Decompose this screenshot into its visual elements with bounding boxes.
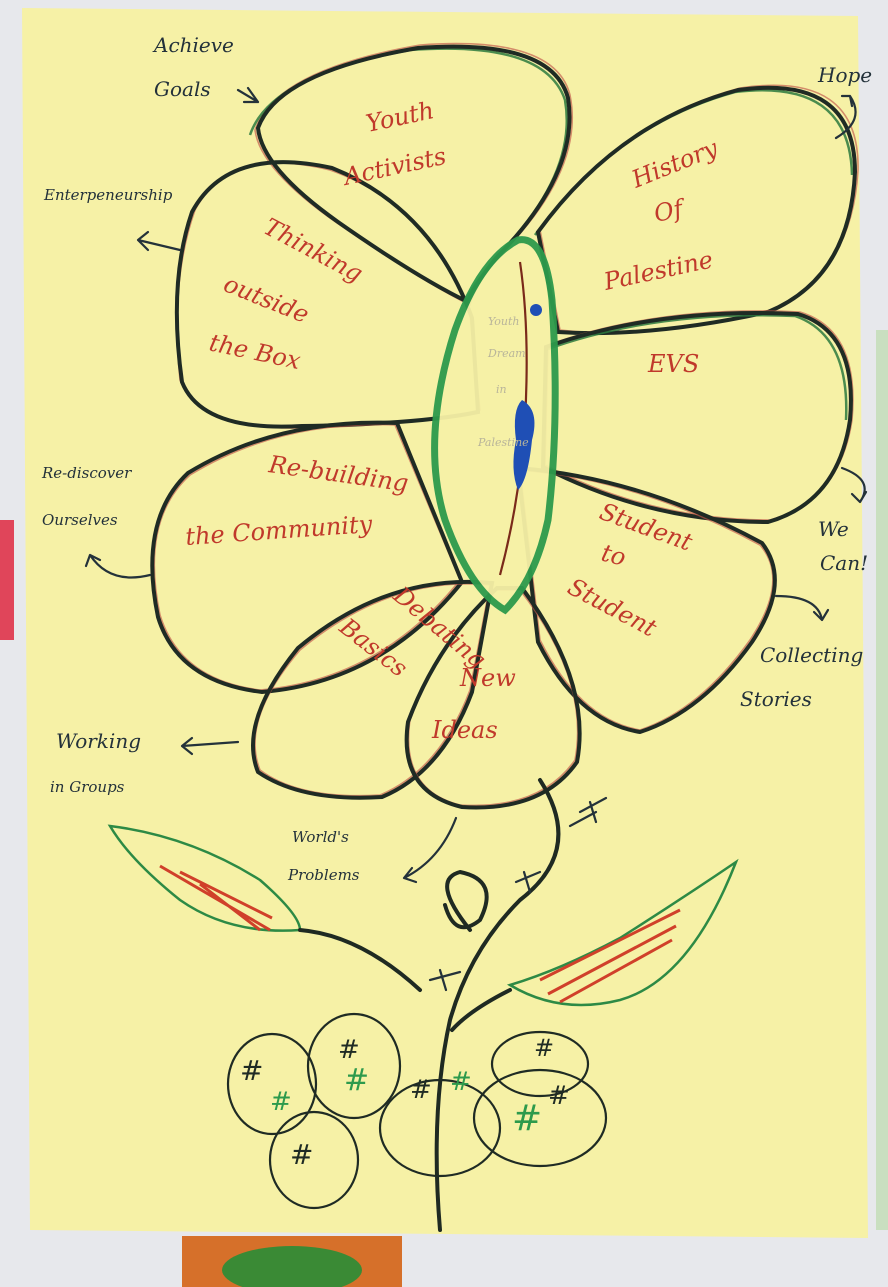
- center-text-line1: Youth: [488, 315, 520, 328]
- center-text-line2: Dream: [487, 347, 526, 360]
- note-stories: Stories: [740, 687, 812, 711]
- hash-mark: #: [344, 1063, 369, 1098]
- note-working: Working: [56, 729, 141, 753]
- label-evs: EVS: [647, 350, 699, 378]
- hash-mark: #: [240, 1054, 263, 1087]
- hash-mark: #: [534, 1034, 554, 1062]
- hash-mark: #: [338, 1035, 360, 1065]
- center-text-line3: in: [496, 383, 507, 396]
- note-hope: Hope: [817, 63, 872, 87]
- note-rediscover: Re-discover: [41, 464, 132, 482]
- label-ideas: Ideas: [431, 716, 498, 744]
- hash-mark: #: [450, 1067, 472, 1097]
- note-collecting: Collecting: [760, 643, 863, 667]
- hash-mark: #: [548, 1081, 570, 1111]
- note-ourselves: Ourselves: [42, 511, 118, 529]
- note-enterpreneurship: Enterpeneurship: [43, 186, 173, 204]
- note-goals: Goals: [154, 77, 211, 101]
- note-achieve: Achieve: [152, 33, 234, 57]
- hash-mark: #: [410, 1075, 432, 1105]
- hash-mark: #: [290, 1138, 313, 1171]
- center-text-line4: Palestine: [477, 436, 529, 449]
- note-can: Can!: [820, 551, 868, 575]
- note-worlds: World's: [292, 828, 349, 846]
- hash-mark: #: [270, 1087, 292, 1117]
- note-problems: Problems: [287, 866, 360, 884]
- label-new: New: [459, 664, 516, 692]
- note-in-groups: in Groups: [50, 778, 125, 796]
- hash-mark: #: [512, 1098, 542, 1139]
- note-we: We: [818, 517, 849, 541]
